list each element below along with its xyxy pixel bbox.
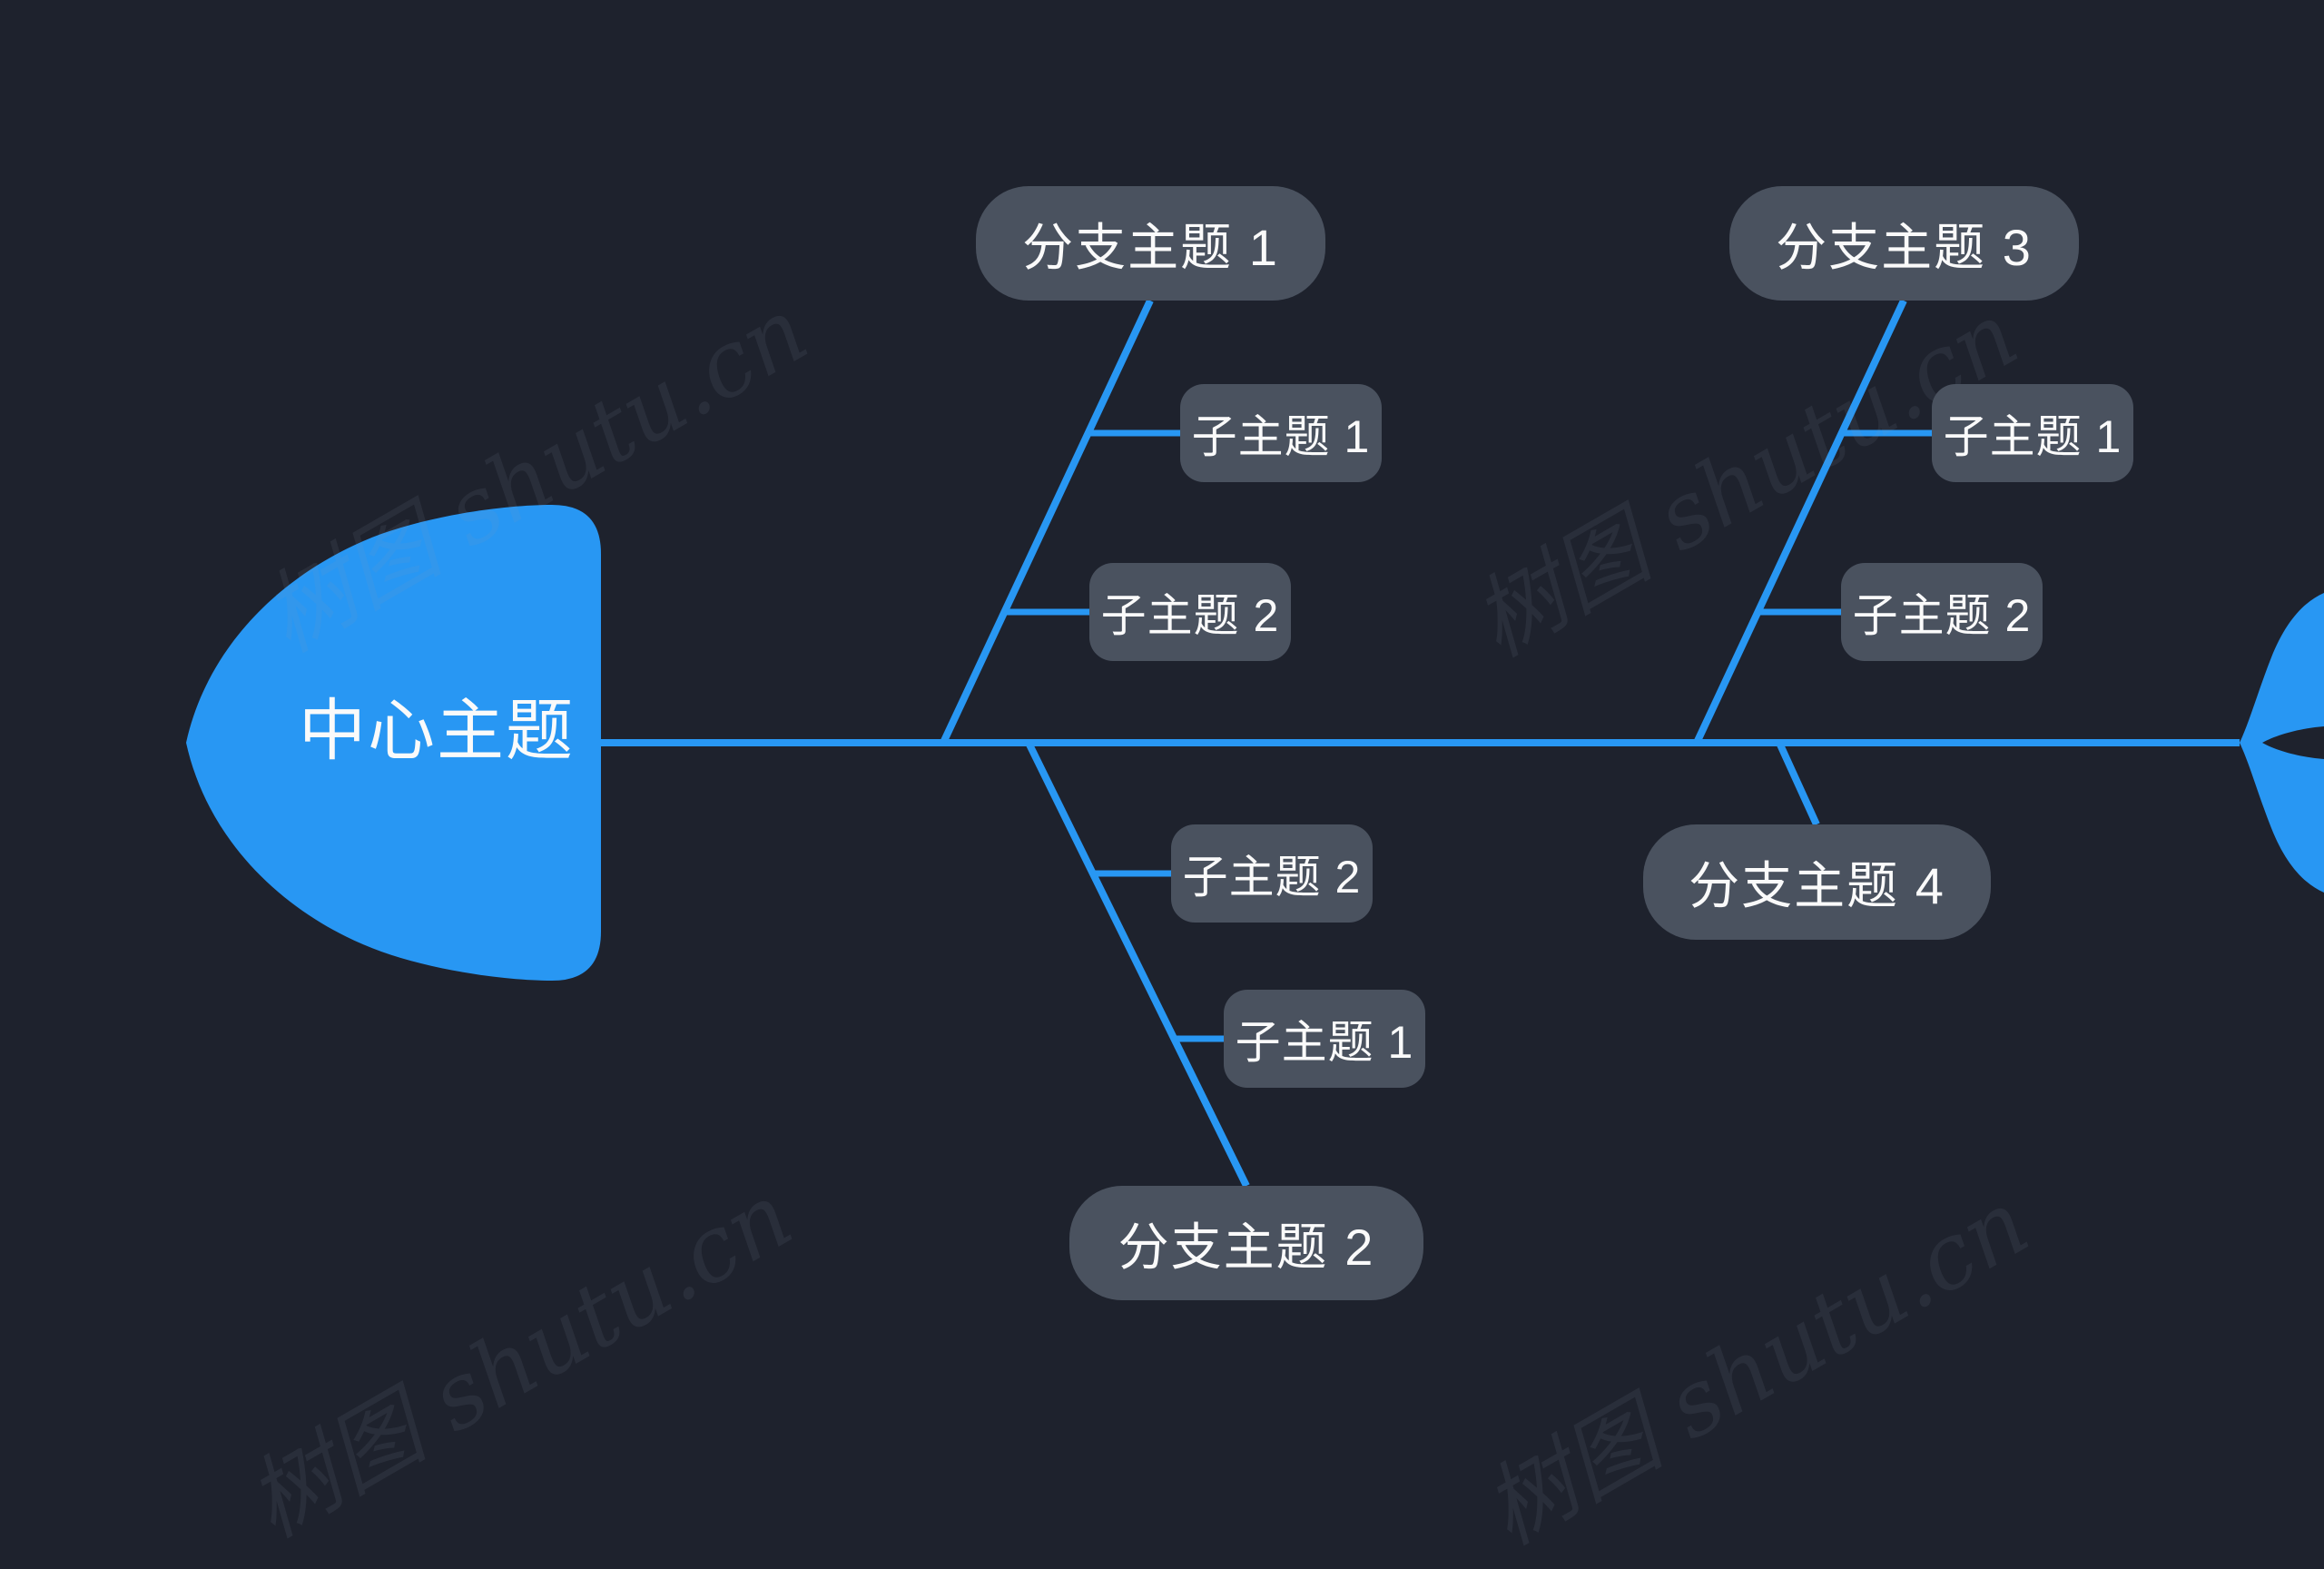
fish-tail-shape <box>2240 593 2324 893</box>
branch-2-subtopic-2-node[interactable]: 子主题 1 <box>1224 990 1425 1088</box>
branch-1-subtopic-2-node[interactable]: 子主题 2 <box>1089 563 1291 661</box>
branch-topic-4-node[interactable]: 分支主题 4 <box>1643 824 1991 940</box>
branch-topic-2-node[interactable]: 分支主题 2 <box>1069 1186 1423 1300</box>
branch-3-subtopic-2-node[interactable]: 子主题 2 <box>1841 563 2043 661</box>
branch-2-subtopic-1-node[interactable]: 子主题 2 <box>1171 824 1373 923</box>
branch-3-subtopic-1-node[interactable]: 子主题 1 <box>1932 384 2133 482</box>
branch-topic-1-node[interactable]: 分支主题 1 <box>976 186 1325 301</box>
branch-3-rib-line <box>1693 299 1907 745</box>
nodes-layer: 中心主题 分支主题 1 子主题 1 子主题 2 分支主题 2 子主题 2 子主题… <box>299 186 2133 1300</box>
central-topic-label[interactable]: 中心主题 <box>299 692 575 768</box>
fishbone-diagram-canvas: 树图 shutu.cn 树图 shutu.cn 树图 shutu.cn 树图 s… <box>186 186 2324 1565</box>
branch-4-rib-line <box>1776 741 1820 826</box>
central-topic-shape[interactable] <box>186 505 601 981</box>
diagram-lines-layer <box>186 299 2324 1188</box>
branch-1-subtopic-1-node[interactable]: 子主题 1 <box>1180 384 1382 482</box>
branch-1-rib-line <box>940 299 1154 745</box>
branch-2-rib-line <box>1025 741 1250 1188</box>
branch-topic-3-node[interactable]: 分支主题 3 <box>1729 186 2079 301</box>
